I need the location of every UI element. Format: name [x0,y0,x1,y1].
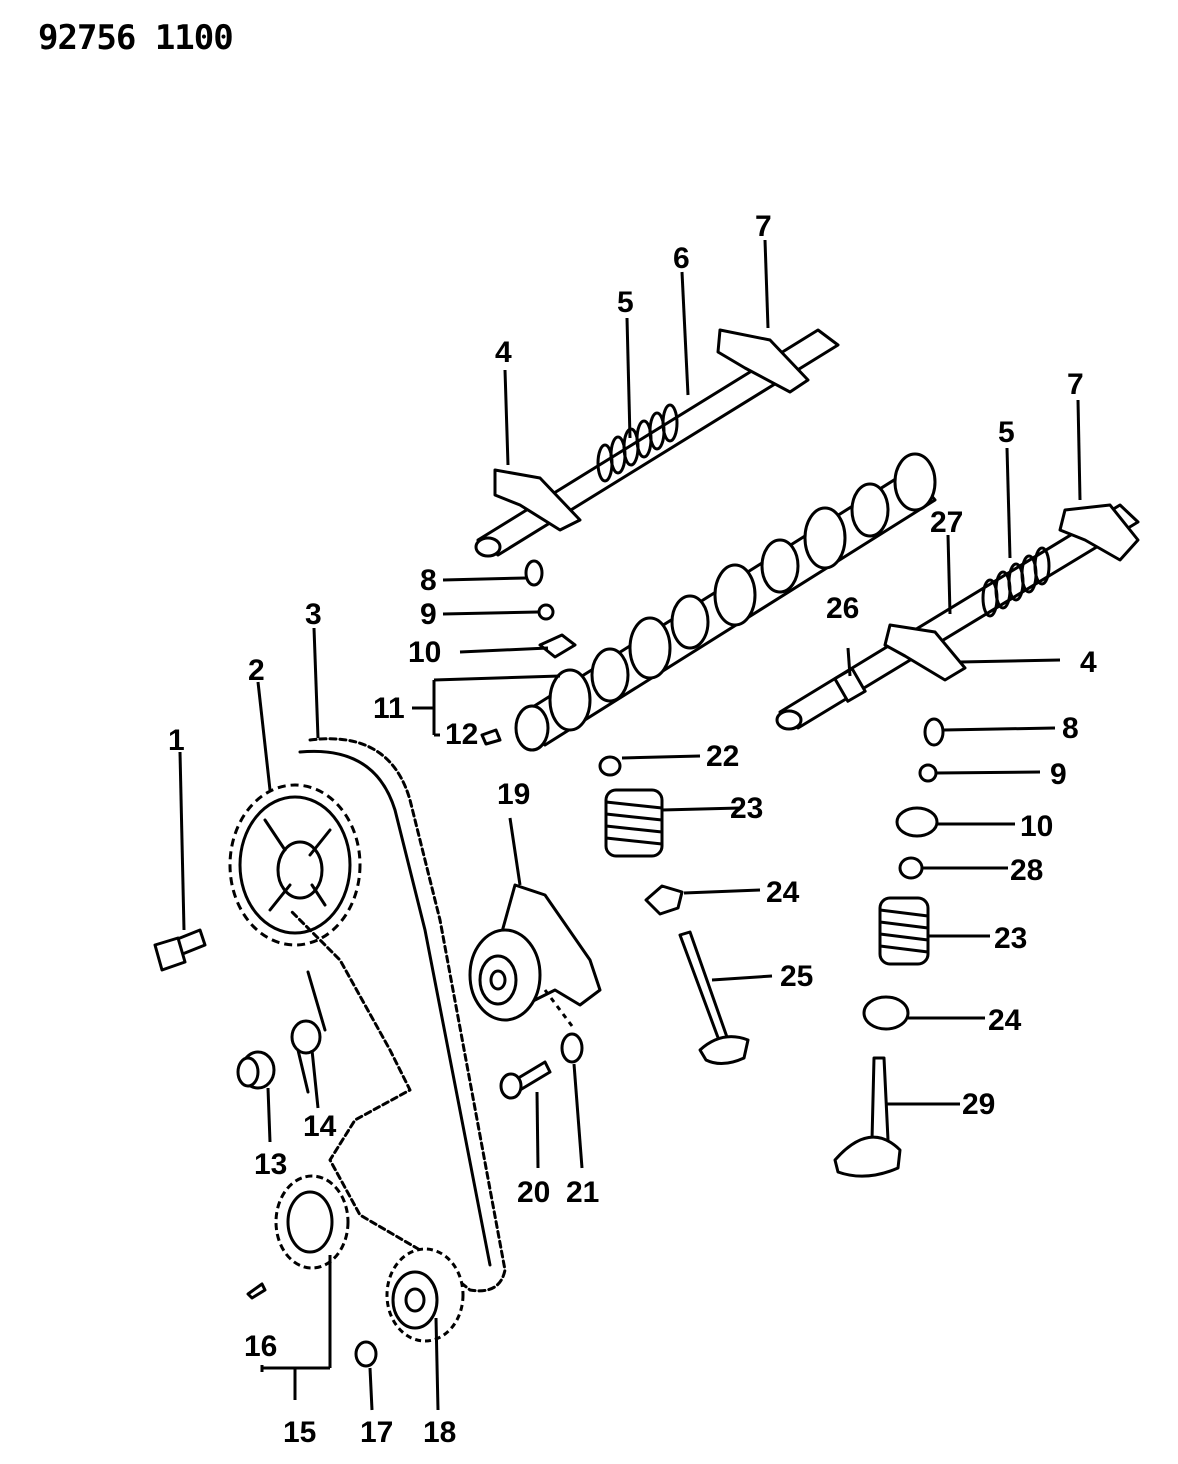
callout-2: 2 [248,654,265,687]
callout-labels: 1 2 3 4 5 6 7 8 9 10 11 12 13 14 15 16 1… [168,210,1097,1449]
valve-25 [678,930,750,1065]
callout-12: 12 [445,718,478,751]
retainer-right [862,995,910,1031]
rocker-arm-lower-left [883,623,967,682]
callout-25: 25 [780,960,813,993]
leader-lines [178,239,1082,1411]
camshaft-sprocket [228,783,362,947]
callout-22: 22 [706,740,739,773]
washer-21 [560,1032,584,1064]
upper-rocker-shaft [474,328,840,558]
callout-18: 18 [423,1416,456,1449]
callout-11: 11 [373,692,405,725]
part-10-left [538,633,577,659]
rocker-arm-upper-right [716,328,810,394]
crankshaft-sprocket [274,1174,350,1270]
nut-17 [354,1340,378,1368]
callout-23-left: 23 [730,792,763,825]
callout-9-right: 9 [1050,758,1067,791]
callout-19: 19 [497,778,530,811]
key-16 [246,1282,267,1300]
callout-8-left: 8 [420,564,437,597]
callout-15: 15 [283,1416,316,1449]
callout-24-left: 24 [766,876,800,909]
bolt-1 [153,928,207,972]
upper-shaft-spring [596,403,679,483]
lower-rocker-shaft [775,503,1140,731]
callout-27: 27 [930,506,963,539]
callout-17: 17 [360,1416,393,1449]
callout-10-left: 10 [408,636,441,669]
callout-10-right: 10 [1020,810,1053,843]
callout-29: 29 [962,1088,995,1121]
valve-spring-right [878,896,930,966]
part-12-key [480,728,502,746]
lower-shaft-spring [981,546,1051,618]
callout-9-left: 9 [420,598,437,631]
callout-14: 14 [303,1110,337,1143]
part-10-right [895,806,939,838]
callout-5-upper: 5 [617,286,634,319]
callout-7-upper: 7 [755,210,772,243]
callout-26: 26 [826,592,859,625]
callout-13: 13 [254,1148,287,1181]
callout-5-lower: 5 [998,416,1015,449]
part-8-left [524,559,544,587]
timing-belt [288,737,507,1293]
valve-spring-left [604,788,664,858]
tensioner [468,883,602,1022]
callout-6: 6 [673,242,690,275]
document-number: 92756 1100 [38,18,234,58]
part-8-right [923,717,945,747]
callout-7-lower: 7 [1067,368,1084,401]
callout-28: 28 [1010,854,1043,887]
valve-29 [833,1056,902,1178]
rocker-arm-upper-left [493,468,582,532]
callout-1: 1 [168,724,185,757]
callout-4-upper: 4 [495,336,512,369]
tensioner-spring-14 [290,970,327,1094]
pulley-18 [385,1247,465,1343]
camshaft [514,452,937,752]
callout-3: 3 [305,598,322,631]
rocker-arm-lower-right [1058,503,1140,562]
part-9-left [537,603,555,621]
callout-4-lower: 4 [1080,646,1097,679]
callout-21: 21 [566,1176,599,1209]
callout-8-right: 8 [1062,712,1079,745]
part-9-right [918,763,938,783]
bolt-20 [499,1060,552,1100]
callout-23-right: 23 [994,922,1027,955]
part-28 [898,856,924,880]
part-13 [236,1050,276,1090]
callout-20: 20 [517,1176,550,1209]
callout-16: 16 [244,1330,277,1363]
callout-24-right: 24 [988,1004,1022,1037]
retainer-left [644,884,684,916]
part-22 [598,755,622,777]
